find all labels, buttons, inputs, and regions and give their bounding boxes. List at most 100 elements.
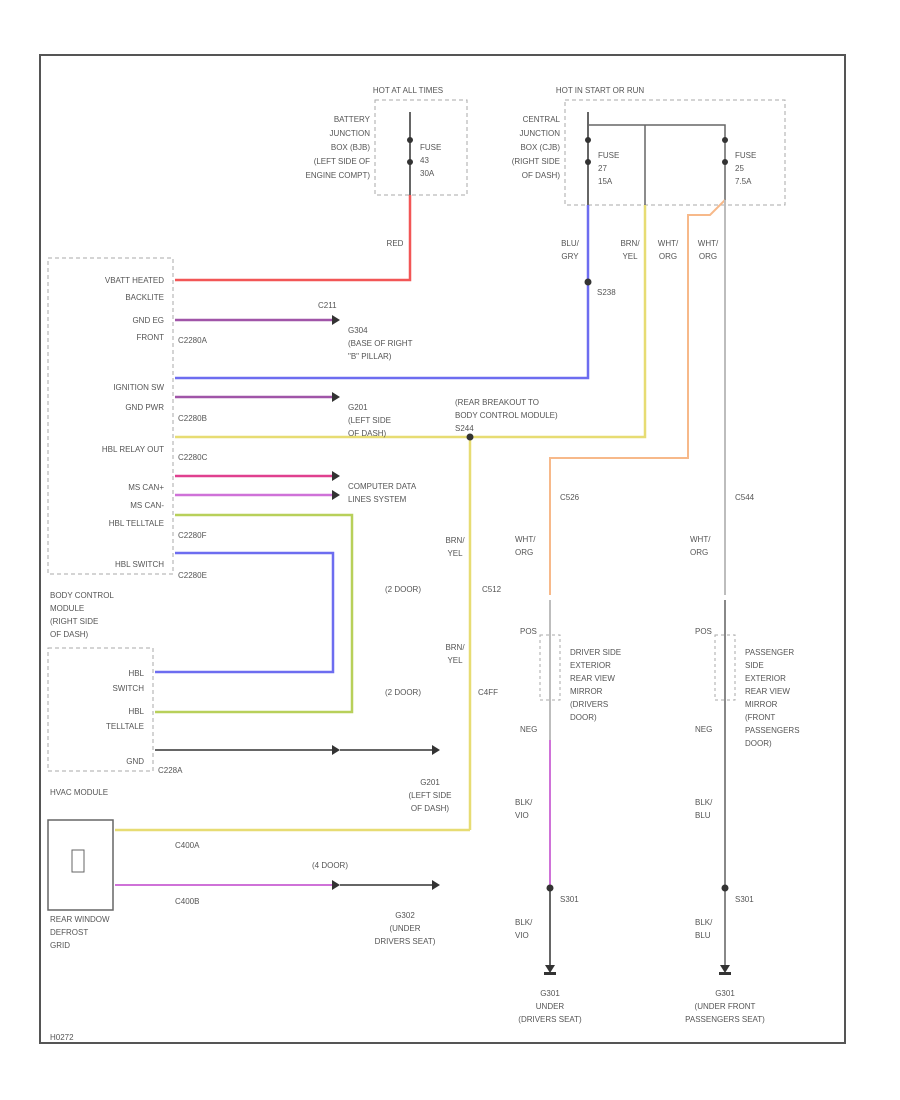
ground-arrow-grid — [332, 880, 340, 890]
driver-mirror-line-5: (DRIVERS — [570, 700, 608, 709]
driver-mirror-line-1: DRIVER SIDE — [570, 648, 621, 657]
wire-label-brn-2: YEL — [622, 252, 638, 261]
ground-arrow-ms-can-minus — [332, 490, 340, 500]
passenger-mirror-line-4: REAR VIEW — [745, 687, 790, 696]
passenger-mirror-line-1: PASSENGER — [745, 648, 794, 657]
driver-pos: POS — [520, 627, 537, 636]
fuse-43-terminal-top — [407, 137, 413, 143]
bcm-name-line-4: OF DASH) — [50, 630, 89, 639]
orange-wire — [549, 199, 726, 595]
passenger-mirror-line-2: SIDE — [745, 661, 764, 670]
fuse-25-terminal-top — [722, 137, 728, 143]
splice-s238 — [584, 278, 592, 286]
label-c211: C211 — [318, 301, 337, 310]
ground-arrow-g301-passenger — [720, 965, 730, 973]
bjb-line-5: ENGINE COMPT) — [306, 171, 371, 180]
passenger-neg: NEG — [695, 725, 712, 734]
driver-mirror-line-6: DOOR) — [570, 713, 597, 722]
g302-line-1: G302 — [395, 911, 415, 920]
grid-element-icon — [71, 849, 85, 873]
label-c526: C526 — [560, 493, 580, 502]
diagram-frame — [39, 54, 846, 1044]
label-s301: S301 — [560, 895, 579, 904]
label-central-junction-box: CENTRAL JUNCTION BOX (CJB) (RIGHT SIDE O… — [512, 115, 561, 180]
bcm-pin-hbl-telltale: HBL TELLTALE — [109, 519, 164, 528]
fuse-27-terminal-top — [585, 137, 591, 143]
label-hot-at-all-times: HOT AT ALL TIMES — [373, 86, 443, 95]
blk-blu-1: BLK/ — [695, 798, 713, 807]
bcm-pin-backlite: BACKLITE — [125, 293, 164, 302]
green-wire-telltale — [155, 513, 354, 714]
bcm-connector-f: C2280F — [178, 531, 207, 540]
label-hot-in-start-or-run: HOT IN START OR RUN — [556, 86, 645, 95]
brn-yel-mid-2: YEL — [447, 549, 463, 558]
fuse-25-number: 25 — [735, 164, 744, 173]
wire-label-wht1-2: ORG — [659, 252, 677, 261]
rear-window-grid-box — [47, 819, 114, 911]
blue-wire-hbl-switch — [155, 551, 335, 674]
ground-arrow-g201 — [432, 745, 440, 755]
label-s238: S238 — [597, 288, 616, 297]
label-c544: C544 — [735, 493, 755, 502]
label-two-door-1: (2 DOOR) — [385, 585, 421, 594]
label-s244: S244 — [455, 424, 474, 433]
g201-top-line-2: (LEFT SIDE — [348, 416, 391, 425]
g301-driver-line-3: (DRIVERS SEAT) — [518, 1015, 582, 1024]
red-wire — [175, 195, 412, 282]
hvac-pin-telltale: TELLTALE — [106, 722, 144, 731]
ground-symbol-passenger — [719, 972, 731, 975]
g301-pass-line-1: G301 — [715, 989, 735, 998]
passenger-mirror-label: PASSENGER SIDE EXTERIOR REAR VIEW MIRROR… — [745, 648, 800, 748]
g304-line-2: (BASE OF RIGHT — [348, 339, 413, 348]
bjb-line-4: (LEFT SIDE OF — [314, 157, 370, 166]
ground-symbol-driver — [544, 972, 556, 975]
hvac-module-name: HVAC MODULE — [50, 788, 108, 797]
fuse-43-number: 43 — [420, 156, 429, 165]
passenger-mirror-line-3: EXTERIOR — [745, 674, 786, 683]
bcm-name-line-2: MODULE — [50, 604, 84, 613]
label-four-door: (4 DOOR) — [312, 861, 348, 870]
splice-s244 — [466, 433, 474, 441]
fuse-25-rating: 7.5A — [735, 177, 752, 186]
brn-yel-low-2: YEL — [447, 656, 463, 665]
rear-breakout-line-2: BODY CONTROL MODULE) — [455, 411, 558, 420]
g302-line-2: (UNDER — [389, 924, 420, 933]
wire-label-blu-1: BLU/ — [561, 239, 580, 248]
g304-line-3: "B" PILLAR) — [348, 352, 392, 361]
g201-bottom-line-1: G201 — [420, 778, 440, 787]
blk-vio-1: BLK/ — [515, 798, 533, 807]
bjb-line-1: BATTERY — [334, 115, 371, 124]
g304-line-1: G304 — [348, 326, 368, 335]
g201-top-line-1: G201 — [348, 403, 368, 412]
brn-yel-low-1: BRN/ — [445, 643, 465, 652]
driver-mirror-line-4: MIRROR — [570, 687, 603, 696]
computer-data-line-2: LINES SYSTEM — [348, 495, 407, 504]
g301-driver-line-2: UNDER — [536, 1002, 565, 1011]
driver-neg: NEG — [520, 725, 537, 734]
central-junction-box — [564, 99, 786, 206]
bcm-connector-labels: C2280A C2280B C2280C C2280F C2280E — [178, 336, 208, 580]
bcm-name-line-3: (RIGHT SIDE — [50, 617, 98, 626]
bjb-line-3: BOX (BJB) — [331, 143, 370, 152]
bcm-pin-front: FRONT — [136, 333, 164, 342]
wire-label-red: RED — [387, 239, 404, 248]
label-battery-junction-box: BATTERY JUNCTION BOX (BJB) (LEFT SIDE OF… — [306, 115, 371, 180]
g201-bottom-line-2: (LEFT SIDE — [409, 791, 452, 800]
bcm-connector-c: C2280C — [178, 453, 208, 462]
cjb-line-2: JUNCTION — [520, 129, 561, 138]
wht-org-3-1: WHT/ — [515, 535, 536, 544]
bcm-pin-hbl-relay-out: HBL RELAY OUT — [102, 445, 164, 454]
driver-mirror-line-3: REAR VIEW — [570, 674, 615, 683]
ground-arrows — [332, 315, 730, 973]
ground-arrow-hvac — [332, 745, 340, 755]
bcm-pin-hbl-switch: HBL SWITCH — [115, 560, 164, 569]
bcm-pin-labels: VBATT HEATED BACKLITE GND EG FRONT IGNIT… — [102, 276, 165, 569]
passenger-mirror-line-7: PASSENGERS — [745, 726, 800, 735]
hvac-pin-hbl-1: HBL — [128, 669, 144, 678]
bjb-line-2: JUNCTION — [330, 129, 371, 138]
fuse-43-rating: 30A — [420, 169, 435, 178]
fuse-27-rating: 15A — [598, 177, 613, 186]
bcm-connector-b: C2280B — [178, 414, 207, 423]
bcm-pin-ignition-sw: IGNITION SW — [113, 383, 164, 392]
